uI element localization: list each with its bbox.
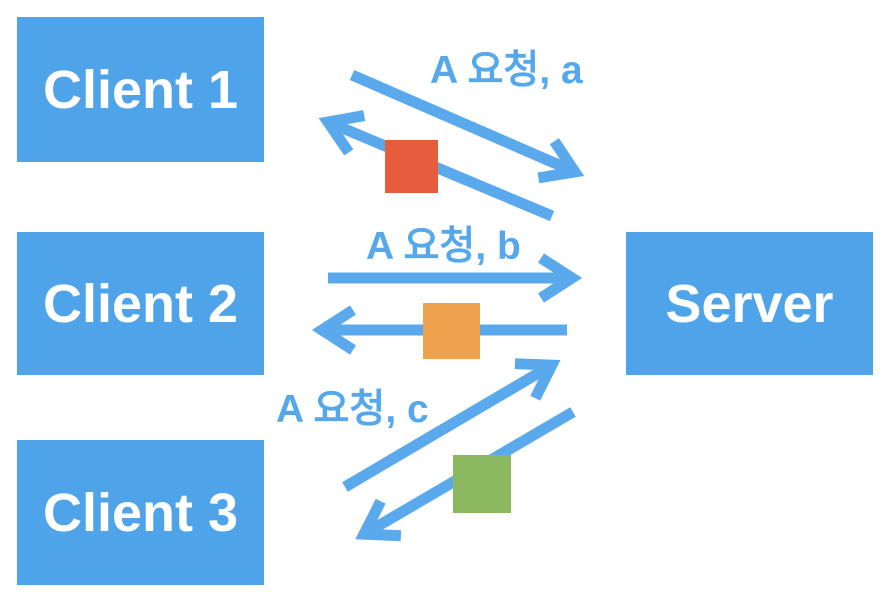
- node-client1: Client 1: [17, 17, 264, 162]
- arrow-client1-request: [349, 69, 585, 184]
- arrow-client2-request: [328, 253, 583, 303]
- request-label-a: A 요청, a: [430, 49, 583, 92]
- node-client3: Client 3: [17, 440, 264, 585]
- node-client2: Client 2: [17, 232, 264, 375]
- arrow-client1-response: [318, 110, 555, 222]
- arrow-client3-request: [342, 358, 561, 492]
- request-label-c: A 요청, c: [276, 388, 429, 431]
- request-label-b: A 요청, b: [366, 225, 521, 268]
- resource-square-a: [385, 140, 438, 193]
- resource-square-c: [453, 455, 511, 513]
- resource-square-b: [423, 303, 480, 359]
- node-server: Server: [626, 232, 873, 375]
